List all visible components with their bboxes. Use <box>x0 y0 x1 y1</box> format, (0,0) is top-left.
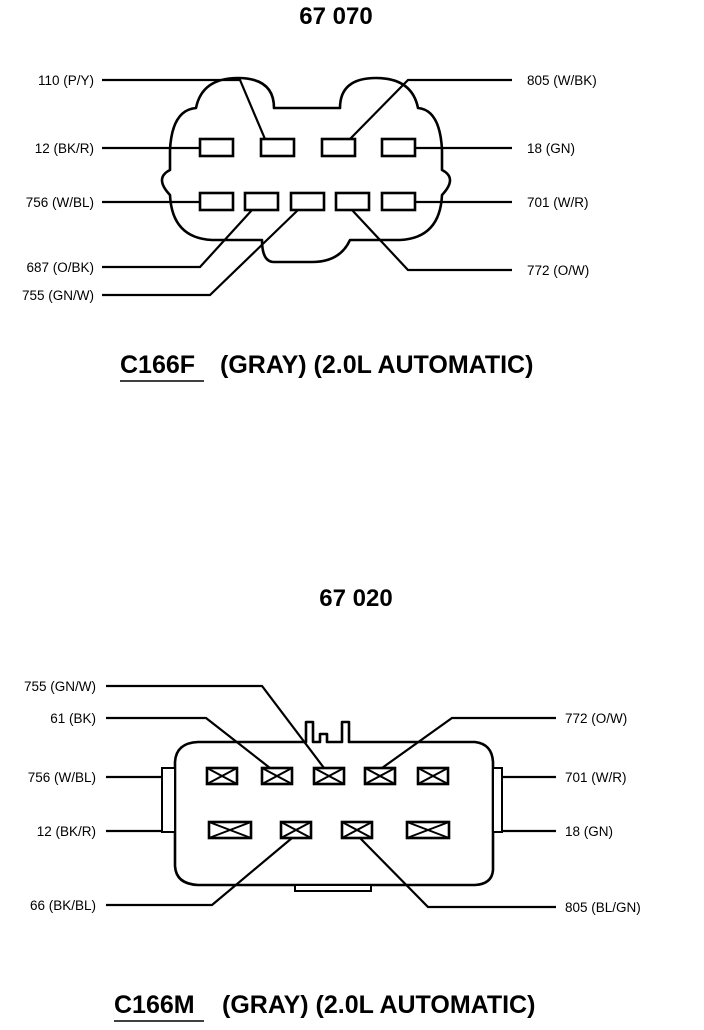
top-terminal <box>380 191 417 212</box>
top-connector-housing <box>160 76 452 264</box>
bottom-right-label: 805 (BL/GN) <box>565 900 641 915</box>
bottom-right-label: 18 (GN) <box>565 824 613 839</box>
top-right-label: 18 (GN) <box>527 141 575 156</box>
wire-772-O-W <box>381 716 556 769</box>
top-terminal <box>259 137 296 158</box>
bottom-terminal <box>279 820 313 840</box>
bottom-terminal <box>260 766 294 786</box>
bottom-left-latch <box>161 767 176 833</box>
bottom-terminal <box>363 766 397 786</box>
top-terminal <box>243 191 280 212</box>
bottom-left-label: 61 (BK) <box>50 711 96 726</box>
top-left-label: 756 (W/BL) <box>26 195 94 210</box>
wire-66-BK-BL <box>106 837 293 907</box>
top-terminal <box>334 191 371 212</box>
top-part-number: 67 070 <box>299 3 372 30</box>
top-terminal <box>320 137 357 158</box>
bottom-right-latch <box>492 767 503 833</box>
bottom-caption-description: (GRAY) (2.0L AUTOMATIC) <box>222 991 535 1019</box>
bottom-left-label: 756 (W/BL) <box>28 770 96 785</box>
wire-805-W-BK <box>349 78 512 140</box>
top-left-label: 110 (P/Y) <box>38 73 94 88</box>
top-right-label: 805 (W/BK) <box>527 73 597 88</box>
wire-772-O-W <box>351 209 512 272</box>
top-right-label: 772 (O/W) <box>527 263 589 278</box>
bottom-key <box>294 884 372 892</box>
bottom-right-label: 701 (W/R) <box>565 770 627 785</box>
wire-755-GN-W <box>102 209 299 297</box>
top-terminal <box>198 137 235 158</box>
top-right-label: 701 (W/R) <box>527 195 589 210</box>
top-left-label: 12 (BK/R) <box>35 141 94 156</box>
wire-687-O-BK <box>102 209 253 269</box>
top-wires <box>102 78 512 297</box>
wire-805-BL-GN <box>359 837 556 909</box>
bottom-terminals <box>205 766 451 840</box>
top-terminal <box>198 191 235 212</box>
top-terminal <box>380 137 417 158</box>
top-caption-description: (GRAY) (2.0L AUTOMATIC) <box>220 351 533 379</box>
top-caption: C166F (GRAY) (2.0L AUTOMATIC) <box>120 351 533 382</box>
top-right-labels: 805 (W/BK) 18 (GN) 701 (W/R) 772 (O/W) <box>527 73 597 278</box>
bottom-terminal <box>312 766 346 786</box>
bottom-terminal <box>405 820 451 840</box>
bottom-terminal <box>205 766 239 786</box>
bottom-right-labels: 772 (O/W) 701 (W/R) 18 (GN) 805 (BL/GN) <box>565 711 641 915</box>
wire-110-P-Y <box>102 78 267 140</box>
wire-755-GN-W <box>106 684 325 769</box>
bottom-terminal <box>207 820 253 840</box>
bottom-caption: C166M (GRAY) (2.0L AUTOMATIC) <box>114 991 535 1022</box>
bottom-left-label: 66 (BK/BL) <box>30 898 96 913</box>
bottom-part-number: 67 020 <box>319 585 392 612</box>
top-connector-id: C166F <box>120 351 195 379</box>
top-terminal <box>289 191 326 212</box>
bottom-connector-id: C166M <box>114 991 195 1019</box>
bottom-left-label: 755 (GN/W) <box>24 679 96 694</box>
bottom-connector-housing <box>161 720 503 892</box>
bottom-left-labels: 755 (GN/W) 61 (BK) 756 (W/BL) 12 (BK/R) … <box>24 679 96 913</box>
bottom-wires <box>106 684 556 909</box>
wire-61-BK <box>106 716 271 769</box>
top-left-label: 755 (GN/W) <box>22 288 94 303</box>
bottom-terminal <box>416 766 450 786</box>
top-left-labels: 110 (P/Y) 12 (BK/R) 756 (W/BL) 687 (O/BK… <box>22 73 94 303</box>
bottom-left-label: 12 (BK/R) <box>37 824 96 839</box>
bottom-terminal <box>340 820 374 840</box>
top-left-label: 687 (O/BK) <box>26 260 94 275</box>
bottom-right-label: 772 (O/W) <box>565 711 627 726</box>
